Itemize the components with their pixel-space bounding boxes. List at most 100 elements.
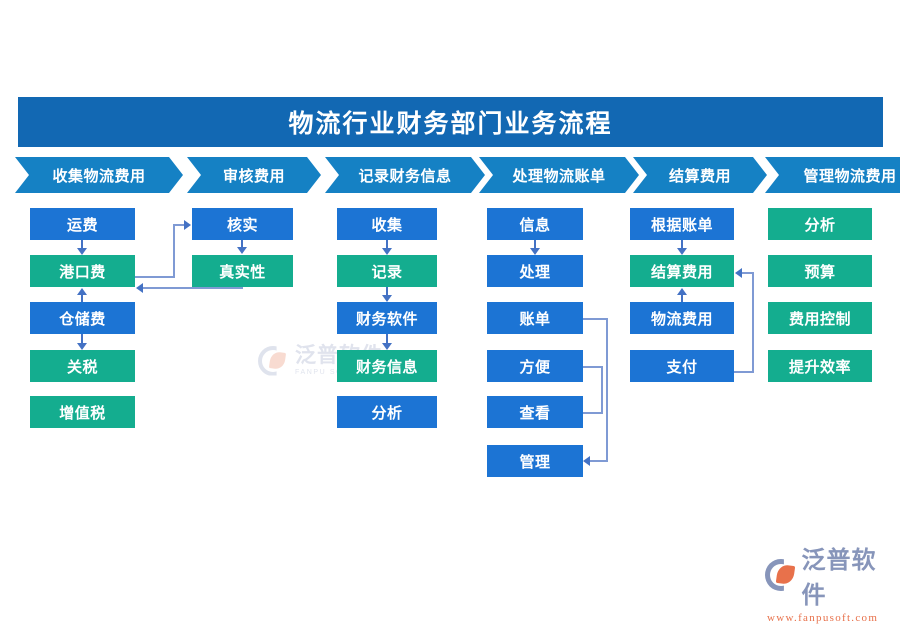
flow-box-collect-logistics-fees-4[interactable]: 关税 [30,350,135,382]
flow-box-record-financial-info-3[interactable]: 财务软件 [337,302,437,334]
flow-box-label: 仓储费 [59,310,106,328]
page-title: 物流行业财务部门业务流程 [288,110,613,138]
arrow-up-icon [77,288,87,295]
arrow-up-icon [677,288,687,295]
connector-line [583,366,603,368]
connector-line [534,240,536,249]
connector-line [386,240,388,249]
connector-line [386,287,388,295]
flow-box-label: 增值税 [59,404,106,422]
connector-line [143,287,243,289]
connector-line [681,240,683,249]
arrow-down-icon [677,248,687,255]
arrow-down-icon [237,247,247,254]
arrow-right-icon [184,220,191,230]
flow-box-audit-fees-2[interactable]: 真实性 [192,255,293,287]
arrow-down-icon [530,248,540,255]
flow-box-label: 费用控制 [788,310,851,328]
flow-box-record-financial-info-4[interactable]: 财务信息 [337,350,437,382]
flow-box-label: 支付 [666,358,698,376]
flow-box-label: 预算 [804,263,836,281]
flow-box-label: 港口费 [59,263,106,281]
arrow-down-icon [382,248,392,255]
phase-chevron-5[interactable]: 结算费用 [633,157,767,193]
flow-box-label: 账单 [519,310,551,328]
arrow-down-icon [77,248,87,255]
connector-line [752,272,754,372]
connector-line [601,366,603,412]
flow-box-label: 运费 [66,216,98,234]
flow-box-audit-fees-1[interactable]: 核实 [192,208,293,240]
connector-line [590,460,608,462]
connector-line [173,224,185,226]
arrow-left-icon [136,283,143,293]
phase-chevron-bar: 收集物流费用审核费用记录财务信息处理物流账单结算费用管理物流费用 [15,157,885,193]
flow-box-label: 分析 [371,404,403,422]
flow-box-process-logistics-bills-2[interactable]: 处理 [487,255,583,287]
flow-box-process-logistics-bills-4[interactable]: 方便 [487,350,583,382]
chart-title-banner: 物流行业财务部门业务流程 [18,97,883,147]
brand-website: www.fanpusoft.com [767,612,879,624]
flow-box-label: 查看 [519,404,551,422]
flow-box-collect-logistics-fees-2[interactable]: 港口费 [30,255,135,287]
connector-line [81,294,83,302]
flow-box-label: 物流费用 [650,310,713,328]
flow-box-manage-logistics-fees-4[interactable]: 提升效率 [768,350,872,382]
flow-box-settle-fees-3[interactable]: 物流费用 [630,302,734,334]
flow-box-record-financial-info-1[interactable]: 收集 [337,208,437,240]
connector-line [241,240,243,248]
arrow-left-icon [735,268,742,278]
flow-box-process-logistics-bills-1[interactable]: 信息 [487,208,583,240]
flow-box-label: 真实性 [219,263,266,281]
phase-chevron-2[interactable]: 审核费用 [187,157,321,193]
flow-box-record-financial-info-5[interactable]: 分析 [337,396,437,428]
arrow-down-icon [382,343,392,350]
connector-line [81,334,83,343]
flow-box-label: 记录 [371,263,403,281]
flow-box-settle-fees-1[interactable]: 根据账单 [630,208,734,240]
flow-box-label: 财务信息 [355,358,418,376]
flow-box-label: 方便 [519,358,551,376]
flow-box-label: 关税 [66,358,98,376]
flow-box-collect-logistics-fees-1[interactable]: 运费 [30,208,135,240]
arrow-down-icon [77,343,87,350]
flow-box-collect-logistics-fees-3[interactable]: 仓储费 [30,302,135,334]
brand-logo-icon [765,559,797,591]
flow-box-process-logistics-bills-5[interactable]: 查看 [487,396,583,428]
phase-chevron-label: 记录财务信息 [358,167,452,185]
phase-chevron-4[interactable]: 处理物流账单 [479,157,639,193]
connector-line [81,240,83,250]
phase-chevron-6[interactable]: 管理物流费用 [765,157,900,193]
connector-line [135,276,175,278]
connector-line [386,334,388,343]
phase-chevron-label: 收集物流费用 [52,167,146,185]
flow-box-settle-fees-2[interactable]: 结算费用 [630,255,734,287]
flow-box-manage-logistics-fees-2[interactable]: 预算 [768,255,872,287]
arrow-left-icon [583,456,590,466]
connector-line [173,224,175,278]
watermark-logo-icon [258,345,288,376]
flow-box-label: 分析 [804,216,836,234]
flow-box-manage-logistics-fees-1[interactable]: 分析 [768,208,872,240]
brand-logo: 泛普软件 www.fanpusoft.com [765,540,900,624]
flow-box-process-logistics-bills-6[interactable]: 管理 [487,445,583,477]
phase-chevron-3[interactable]: 记录财务信息 [325,157,485,193]
flow-box-manage-logistics-fees-3[interactable]: 费用控制 [768,302,872,334]
connector-line [583,318,608,320]
flow-box-process-logistics-bills-3[interactable]: 账单 [487,302,583,334]
flow-box-settle-fees-4[interactable]: 支付 [630,350,734,382]
flow-box-label: 管理 [519,453,551,471]
flowchart-canvas: 泛普软件 FANPU SOFTWARE 物流行业财务部门业务流程 收集物流费用审… [0,97,900,624]
flow-box-label: 信息 [519,216,551,234]
connector-line [734,371,754,373]
flow-box-collect-logistics-fees-5[interactable]: 增值税 [30,396,135,428]
flow-box-label: 核实 [226,216,258,234]
flow-box-label: 根据账单 [650,216,713,234]
connector-line [583,412,603,414]
flow-box-label: 处理 [519,263,551,281]
flow-box-label: 提升效率 [788,358,851,376]
flow-box-label: 财务软件 [355,310,418,328]
phase-chevron-label: 审核费用 [222,167,285,185]
phase-chevron-1[interactable]: 收集物流费用 [15,157,183,193]
flow-box-record-financial-info-2[interactable]: 记录 [337,255,437,287]
